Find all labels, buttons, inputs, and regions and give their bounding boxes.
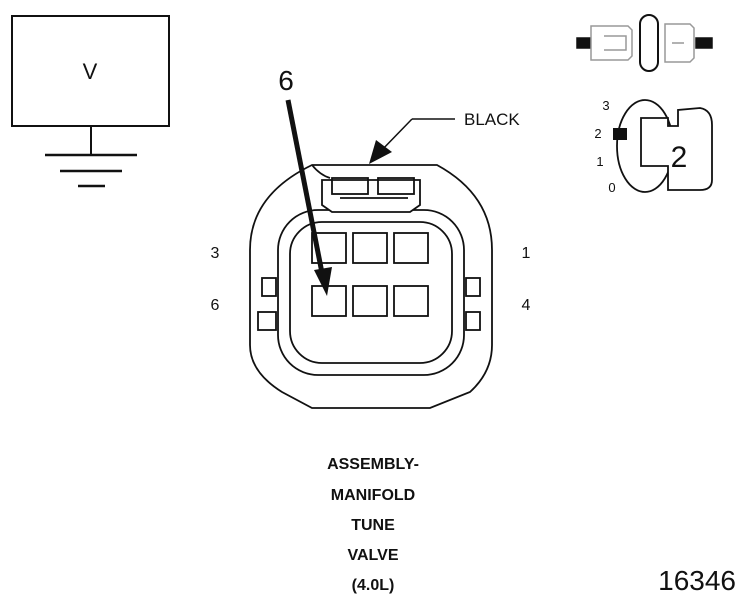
callout-arrow [285, 99, 332, 296]
connector-left-key-upper [261, 277, 277, 297]
connector-left-key-lower [257, 311, 277, 331]
wire-color-arrow-head [369, 140, 392, 164]
connector-latch-tab-left [331, 177, 369, 195]
connector-latch-tab-right [377, 177, 415, 195]
callout-pin-number: 6 [278, 65, 294, 96]
pin-cavity-2 [352, 232, 388, 264]
pin-label-3: 3 [211, 245, 220, 262]
voltmeter-symbol: V [11, 15, 170, 188]
pin-cavity-3 [311, 232, 347, 264]
caption-line-5: (4.0L) [351, 577, 395, 594]
view-scale-label-0: 0 [608, 180, 615, 195]
voltmeter-label: V [83, 59, 98, 84]
pin-cavity-6 [311, 285, 347, 317]
callout-arrow-head [314, 267, 332, 296]
connector-icon-right-terminal [695, 37, 713, 49]
connector-latch [321, 179, 421, 213]
view-key-icon: 3 2 1 0 2 [594, 98, 713, 195]
connector-cavity-outer [277, 209, 465, 376]
connector-icon [576, 14, 713, 72]
caption-line-4: VALVE [347, 547, 399, 564]
view-position-marker [613, 128, 627, 140]
callout-arrow-shaft [285, 99, 326, 279]
view-scale-label-3: 3 [602, 98, 609, 113]
wire-color-label: BLACK [464, 110, 520, 129]
caption-line-2: MANIFOLD [330, 487, 416, 504]
figure-number: 16346 [658, 565, 736, 596]
connector-face [249, 164, 493, 409]
view-scale-label-2: 2 [594, 126, 601, 141]
connector-outer-shell [249, 164, 493, 409]
wire-color-leader-angle [379, 118, 413, 153]
pin-label-6: 6 [211, 297, 220, 314]
connector-cavity-inner [289, 221, 453, 364]
connector-right-key-lower [465, 311, 481, 331]
connector-icon-latch [604, 35, 627, 51]
view-position-number: 2 [671, 141, 688, 174]
view-key-body [640, 107, 713, 191]
caption-line-1: ASSEMBLY- [327, 456, 419, 473]
caption-line-3: TUNE [351, 517, 395, 534]
pin-label-1: 1 [522, 245, 531, 262]
voltmeter-box [11, 15, 170, 127]
pin-cavity-5 [352, 285, 388, 317]
pin-label-4: 4 [522, 297, 531, 314]
connector-shell-detail [311, 164, 331, 179]
connector-icon-left-terminal [576, 37, 592, 49]
connector-right-key-upper [465, 277, 481, 297]
pin-cavity-1 [393, 232, 429, 264]
pin-cavity-4 [393, 285, 429, 317]
view-scale-label-1: 1 [596, 154, 603, 169]
connector-icon-seal [639, 14, 659, 72]
